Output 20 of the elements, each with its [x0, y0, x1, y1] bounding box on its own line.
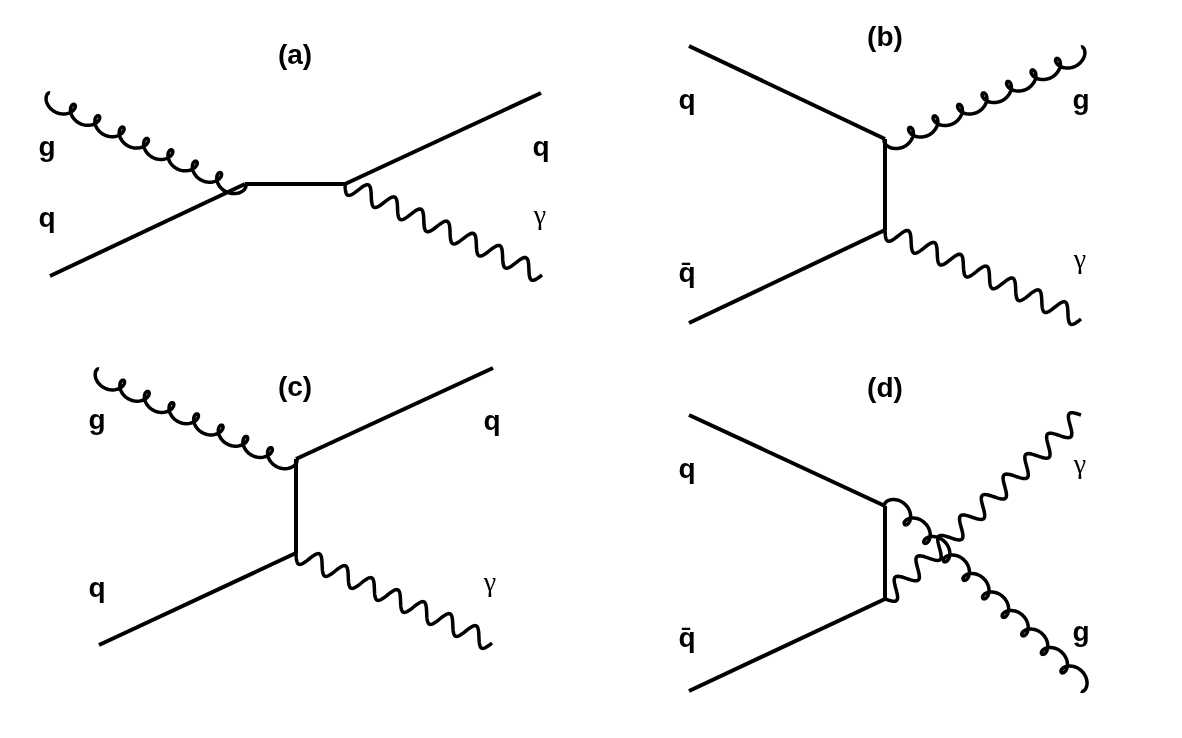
particle-label: γ — [533, 201, 547, 229]
particle-label: g — [1072, 618, 1090, 646]
particle-label: q — [678, 455, 696, 483]
particle-label: q — [483, 407, 501, 435]
panel-label: (a) — [277, 41, 313, 69]
panel-label: (d) — [867, 374, 903, 402]
particle-label: q̄ — [678, 259, 696, 287]
particle-label: g — [1072, 86, 1090, 114]
particle-label: g — [88, 406, 106, 434]
particle-label: γ — [1073, 450, 1087, 478]
particle-label: g — [38, 133, 56, 161]
particle-label: q̄ — [678, 624, 696, 652]
panel-label: (b) — [867, 23, 903, 51]
particle-label: q — [678, 86, 696, 114]
particle-label: q — [88, 574, 106, 602]
particle-label: γ — [1073, 245, 1087, 273]
particle-label: γ — [483, 568, 497, 596]
particle-label: q — [532, 133, 550, 161]
panel-label: (c) — [277, 373, 313, 401]
particle-label: q — [38, 204, 56, 232]
